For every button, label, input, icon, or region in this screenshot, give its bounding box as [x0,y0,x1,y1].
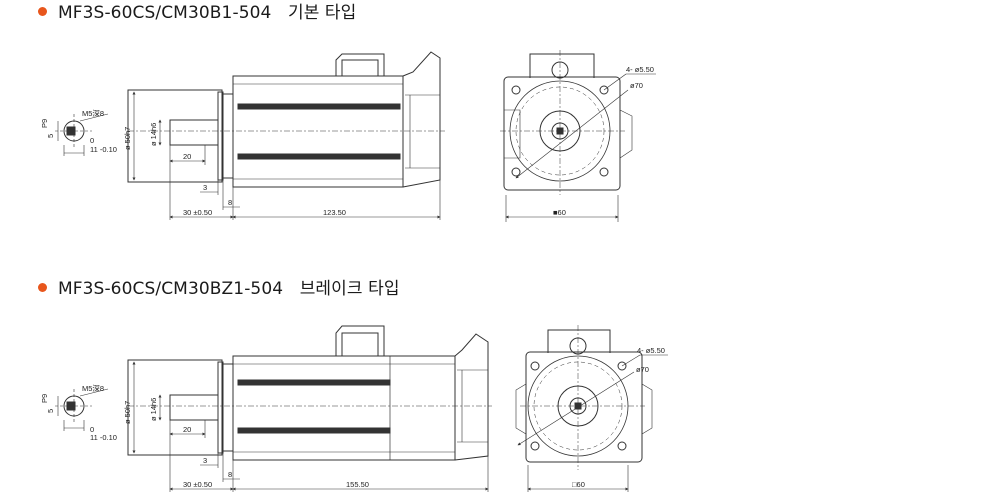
bullet-dot-icon [38,283,47,292]
mounting-hole-icon [530,361,627,451]
motor-front-view [500,50,656,222]
label-p9: P9 [40,119,49,128]
section-2-title: MF3S-60CS/CM30BZ1-504 브레이크 타입 [38,274,400,299]
label-len30: 30 ±0.50 [183,480,212,489]
label-d50: ø 50h7 [123,127,132,150]
drawing-basic-type [55,50,656,222]
label-holes: 4- ø5.50 [626,65,654,74]
label-five: 5 [46,134,55,138]
label-body-length: 155.50 [346,480,369,489]
label-len8: 8 [228,470,232,479]
drawing-brake-type-labels: M5深8 P9 5 0 11 -0.10 ø 50h7 ø 14h6 20 3 … [40,346,665,489]
label-square: □60 [572,480,585,489]
label-pcd: ø70 [636,365,649,374]
label-five: 5 [46,409,55,413]
label-len3: 3 [203,456,207,465]
section-1-title-text: MF3S-60CS/CM30B1-504 기본 타입 [58,3,357,23]
motor-side-view [127,51,445,188]
shaft-keyway-view [55,388,109,431]
label-len30: 30 ±0.50 [183,208,212,217]
bullet-dot-icon [38,7,47,16]
label-zero: 0 [90,425,94,434]
drawing-brake-type [55,325,668,492]
label-len20: 20 [183,425,191,434]
label-d50: ø 50h7 [123,401,132,424]
label-d14: ø 14h6 [149,123,158,146]
side-dimensions [132,91,441,220]
label-len3: 3 [203,183,207,192]
label-tolerance: 11 -0.10 [90,433,117,442]
shaft-keyway-view [55,113,109,156]
label-square: ■60 [553,208,566,217]
label-p9: P9 [40,394,49,403]
label-body-length: 123.50 [323,208,346,217]
label-d14: ø 14h6 [149,398,158,421]
section-1-title: MF3S-60CS/CM30B1-504 기본 타입 [38,0,356,23]
label-key-depth: M5深8 [82,384,104,393]
label-tolerance: 11 -0.10 [90,145,117,154]
label-pcd: ø70 [630,81,643,90]
label-len20: 20 [183,152,191,161]
section-2-title-text: MF3S-60CS/CM30BZ1-504 브레이크 타입 [58,279,400,299]
mounting-hole-icon [511,85,609,177]
label-key-depth: M5深8 [82,109,104,118]
label-len8: 8 [228,198,232,207]
drawing-basic-type-labels: M5深8 P9 5 0 11 -0.10 ø 50h7 ø 14h6 20 3 … [40,65,654,217]
label-holes: 4- ø5.50 [637,346,665,355]
side-dimensions [132,361,489,492]
motor-front-view [515,325,668,492]
label-zero: 0 [90,136,94,145]
motor-side-view [127,325,492,461]
